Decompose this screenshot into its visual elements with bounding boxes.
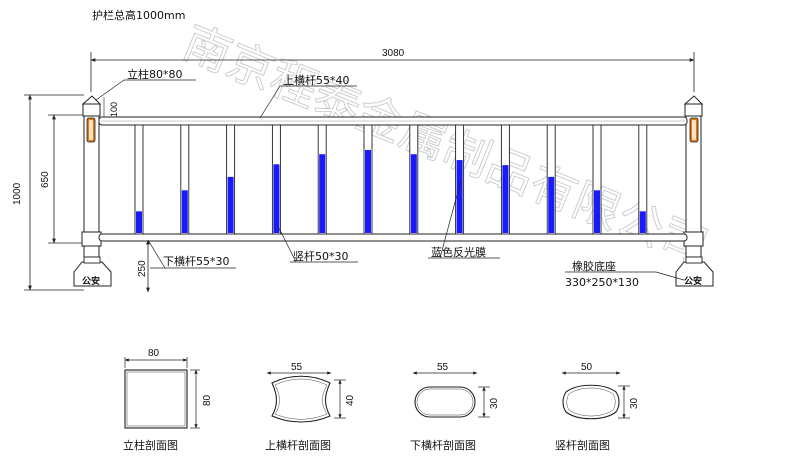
base-badge-left: 公安 <box>82 275 100 287</box>
base-height-dimension: 250 <box>137 239 150 293</box>
section-vertical-bar: 50 30 竖杆剖面图 <box>555 362 640 452</box>
reflective-film <box>639 211 646 233</box>
mid-height-value: 650 <box>40 171 51 188</box>
section-top-rail: 55 40 上横杆剖面图 <box>265 362 356 452</box>
film-callout: 蓝色反光膜 <box>428 179 500 259</box>
section-vertical-bar-height: 30 <box>629 397 640 409</box>
right-post: 公安 <box>675 95 714 287</box>
left-post: 公安 <box>73 95 112 287</box>
reflective-film <box>365 150 371 233</box>
reflective-film <box>227 176 234 233</box>
section-vertical-bar-caption: 竖杆剖面图 <box>555 438 610 452</box>
reflective-film <box>136 211 142 233</box>
top-offset-dimension: 100 <box>103 97 119 118</box>
bottom-rail-callout: 下横杆55*30 <box>147 239 236 269</box>
reflective-film <box>594 190 600 233</box>
top-offset-value: 100 <box>109 102 119 117</box>
vertical-bar-callout-text: 竖杆50*30 <box>293 249 349 263</box>
base-height-value: 250 <box>137 260 148 277</box>
height-value: 1000 <box>12 182 23 205</box>
base-badge-right: 公安 <box>684 275 702 287</box>
section-post-width: 80 <box>148 348 160 359</box>
width-value: 3080 <box>382 48 405 59</box>
rubber-base-callout-text: 橡胶底座 <box>572 259 616 273</box>
vertical-bar <box>180 124 190 235</box>
reflective-film <box>548 176 555 233</box>
section-top-rail-height: 40 <box>345 394 356 406</box>
reflective-film <box>273 164 280 233</box>
section-bottom-rail-height: 30 <box>489 397 500 409</box>
section-post-height: 80 <box>202 394 213 406</box>
height-dimension: 1000 <box>12 94 84 291</box>
top-rail <box>98 116 688 126</box>
top-rail-callout: 上横杆55*40 <box>259 73 357 119</box>
reflective-film <box>410 154 417 233</box>
section-bottom-rail: 55 30 下横杆剖面图 <box>410 362 500 452</box>
vertical-bar <box>638 124 648 235</box>
section-top-rail-caption: 上横杆剖面图 <box>265 438 331 452</box>
total-height-label: 护栏总高1000mm <box>92 8 185 22</box>
reflective-film <box>456 160 463 233</box>
reflective-film <box>319 154 326 233</box>
post-callout: 立柱80*80 <box>95 67 196 101</box>
mid-height-dimension: 650 <box>40 114 84 244</box>
vertical-bar <box>592 124 602 235</box>
rubber-base-size-text: 330*250*130 <box>565 276 639 289</box>
width-dimension: 3080 <box>90 48 695 92</box>
post-callout-text: 立柱80*80 <box>127 67 183 81</box>
vertical-bar-callout: 竖杆50*30 <box>277 225 358 263</box>
section-post: 80 80 立柱剖面图 <box>123 348 213 452</box>
film-callout-text: 蓝色反光膜 <box>431 245 486 259</box>
reflective-film <box>181 190 188 233</box>
section-bottom-rail-width: 55 <box>437 362 449 373</box>
vertical-bars <box>134 124 648 235</box>
bottom-rail <box>98 233 688 242</box>
rubber-base-callout: 橡胶底座 330*250*130 <box>565 259 685 289</box>
reflective-film <box>502 165 509 233</box>
section-bottom-rail-caption: 下横杆剖面图 <box>410 438 476 452</box>
section-top-rail-width: 55 <box>291 362 303 373</box>
top-rail-callout-text: 上横杆55*40 <box>283 73 350 87</box>
section-post-caption: 立柱剖面图 <box>123 438 178 452</box>
vertical-bar <box>134 124 144 235</box>
section-vertical-bar-width: 50 <box>581 362 593 373</box>
bottom-rail-callout-text: 下横杆55*30 <box>163 254 230 268</box>
